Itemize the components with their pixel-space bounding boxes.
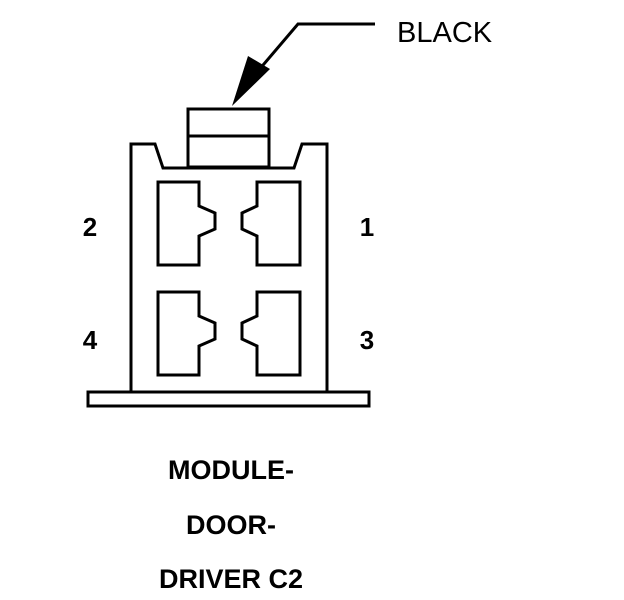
callout-arrowhead xyxy=(232,56,270,106)
pin-number-4: 4 xyxy=(83,325,98,355)
pin-number-1: 1 xyxy=(360,212,374,242)
connector-lock-tab xyxy=(186,107,271,169)
connector-title-line-1: MODULE- xyxy=(168,455,294,485)
connector-title-line-2: DOOR- xyxy=(186,510,276,540)
pin-cavity-2 xyxy=(156,180,217,267)
pin-cavity-3 xyxy=(240,290,302,377)
connector-body xyxy=(129,142,329,392)
pin-number-2: 2 xyxy=(83,212,97,242)
wire-color-label: BLACK xyxy=(397,17,493,49)
connector-base-flange xyxy=(86,390,371,408)
pin-cavity-4 xyxy=(156,290,217,377)
connector-title-line-3: DRIVER C2 xyxy=(159,564,303,594)
pin-number-3: 3 xyxy=(360,325,374,355)
callout-leader-line xyxy=(250,22,375,79)
pin-cavity-1 xyxy=(240,180,302,267)
